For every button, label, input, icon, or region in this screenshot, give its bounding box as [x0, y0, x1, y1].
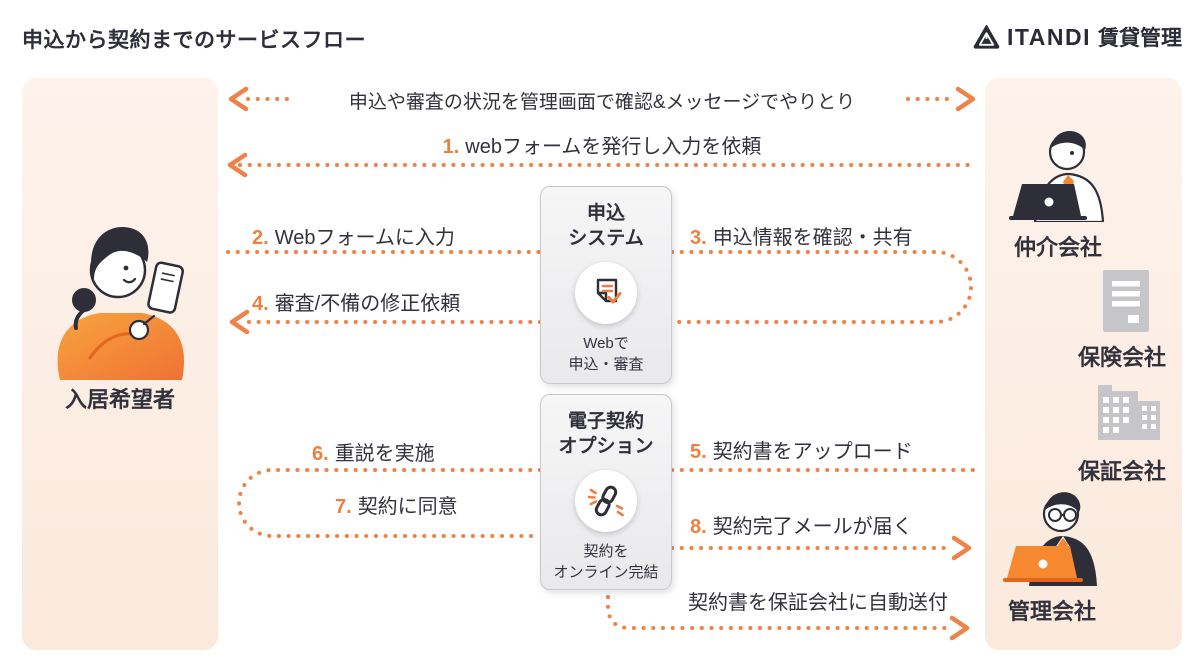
flow-step8-label: 8.契約完了メールが届く — [690, 516, 913, 538]
office-building-icon — [1103, 270, 1149, 332]
arrowhead-left-icon — [228, 86, 249, 112]
arrowhead-right-icon — [955, 86, 976, 112]
flow-step2-label: 2.Webフォームに入力 — [252, 227, 455, 249]
insurance-label: 保険会社 — [1077, 345, 1166, 370]
econtract-option-box: 電子契約 オプション 契約を オンライン完結 — [540, 394, 672, 590]
panel-companies: 仲介会社 保険会社 保証会社 — [985, 78, 1182, 650]
itandi-triangle-icon — [973, 24, 1000, 50]
itandi-logo: ITANDI 賃貸管理 — [973, 22, 1182, 52]
flow-step6-label: 6.重説を実施 — [312, 443, 435, 465]
flow-step5-label: 5.契約書をアップロード — [690, 441, 913, 463]
flow-step3-label: 3.申込情報を確認・共有 — [690, 227, 913, 249]
application-system-title: 申込 システム — [568, 203, 644, 249]
broker-label: 仲介会社 — [1013, 235, 1102, 260]
flow-status-sync-label: 申込や審査の状況を管理画面で確認&メッセージでやりとり — [348, 92, 856, 113]
link-icon — [575, 470, 637, 533]
econtract-option-caption: 契約を オンライン完結 — [553, 543, 659, 582]
manager-label: 管理会社 — [1007, 599, 1096, 624]
arrowhead-right-icon — [949, 615, 970, 641]
application-system-box: 申込 システム Webで 申込・審査 — [540, 186, 672, 384]
broker-illustration — [1009, 130, 1105, 222]
flow-step4-label: 4.審査/不備の修正依頼 — [252, 293, 461, 315]
flow-step1-label: 1.webフォームを発行し入力を依頼 — [442, 136, 762, 158]
panel-tenant: 入居希望者 — [22, 78, 218, 650]
econtract-option-title: 電子契約 オプション — [558, 411, 654, 457]
flow-step7-label: 7.契約に同意 — [335, 496, 458, 518]
application-system-caption: Webで 申込・審査 — [568, 335, 644, 374]
tenant-illustration — [57, 227, 185, 380]
manager-illustration — [1003, 492, 1097, 586]
logo-brand-text: ITANDI — [1007, 23, 1091, 50]
arrowhead-right-icon — [951, 535, 972, 561]
buildings-icon — [1098, 385, 1160, 440]
guarantor-label: 保証会社 — [1077, 459, 1166, 484]
arrowhead-left-icon — [227, 152, 248, 178]
page-title: 申込から契約までのサービスフロー — [22, 29, 366, 52]
logo-product-text: 賃貸管理 — [1098, 27, 1182, 50]
document-check-icon — [575, 262, 637, 325]
tenant-label: 入居希望者 — [64, 387, 175, 412]
flow-auto-send-label: 契約書を保証会社に自動送付 — [688, 592, 948, 614]
arrowhead-left-icon — [229, 309, 250, 335]
